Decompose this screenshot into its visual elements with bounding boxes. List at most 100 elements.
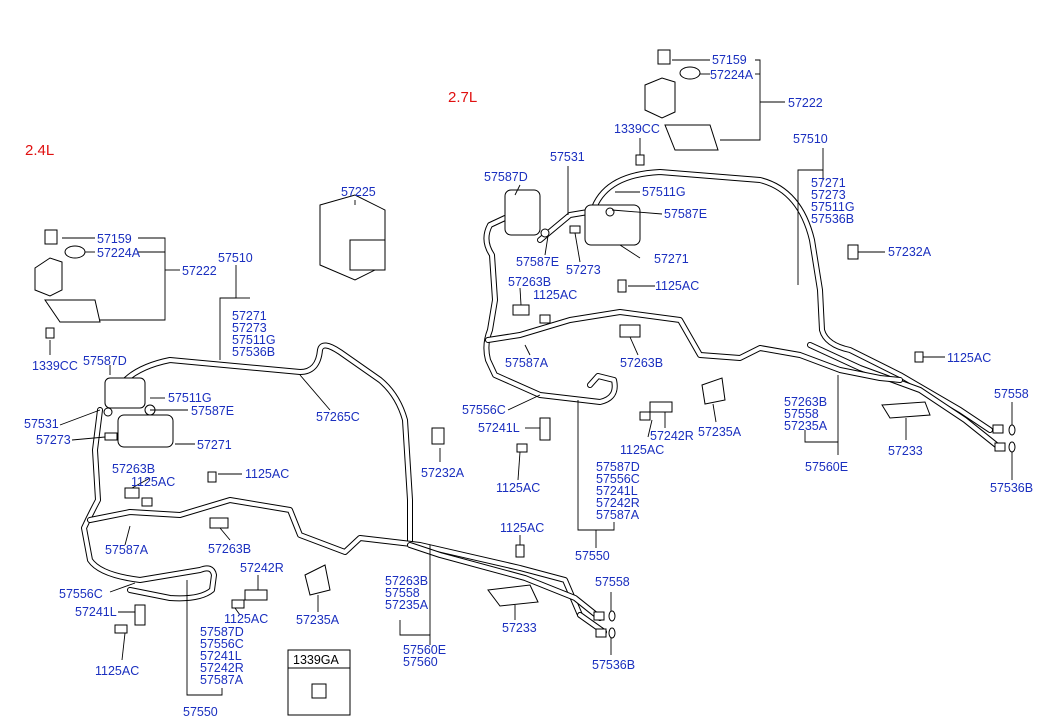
fitting-icon <box>595 628 607 638</box>
part-label: 57587E <box>664 207 707 221</box>
part-label: 57271 <box>811 176 846 190</box>
part-label: 1125AC <box>224 612 268 626</box>
right-labels: 57159 57224A 57222 1339CC 57510 57271 57… <box>462 53 1033 563</box>
bracket-icon <box>431 427 445 445</box>
left-leader-lines <box>49 200 612 696</box>
bolt-icon <box>914 351 924 363</box>
right-pipe-network <box>483 169 1003 451</box>
part-label: 57232A <box>421 466 465 480</box>
part-label: 57225 <box>341 185 376 199</box>
nut-icon <box>311 683 327 699</box>
part-label: 1125AC <box>95 664 139 678</box>
clip-icon <box>512 304 530 316</box>
master-cylinder-icon <box>104 377 146 409</box>
seal-icon <box>608 627 616 639</box>
part-label: 57510 <box>793 132 828 146</box>
union-icon <box>103 407 113 417</box>
part-label: 57241L <box>200 649 242 663</box>
reservoir-icon <box>117 414 174 448</box>
union-icon <box>605 207 615 217</box>
part-label: 57558 <box>595 575 630 589</box>
part-label: 57511G <box>168 391 212 405</box>
bracket-icon <box>847 244 859 260</box>
reservoir-icon <box>584 204 641 246</box>
part-label: 57587D <box>484 170 528 184</box>
bolt-icon <box>539 314 551 324</box>
part-label: 1125AC <box>496 481 540 495</box>
fitting-icon <box>593 611 605 621</box>
clip-icon <box>44 229 58 245</box>
fitting-icon <box>992 424 1004 434</box>
bolt-icon <box>231 599 245 609</box>
part-label: 57550 <box>575 549 610 563</box>
part-label: 57556C <box>462 403 506 417</box>
part-label: 1125AC <box>620 443 664 457</box>
bolt-icon <box>639 411 651 421</box>
right-leader-lines <box>507 59 1013 548</box>
part-label: 57263B <box>112 462 155 476</box>
part-label: 57558 <box>385 586 420 600</box>
bolt-icon <box>516 443 528 453</box>
fitting-icon <box>104 432 118 441</box>
grommet-icon <box>679 66 701 80</box>
part-label: 57273 <box>566 263 601 277</box>
part-label: 57235A <box>296 613 340 627</box>
part-label: 57263B <box>620 356 663 370</box>
bracket-icon <box>644 77 676 119</box>
bracket-icon <box>701 377 726 405</box>
bolt-icon <box>617 279 627 293</box>
bolt-icon <box>515 544 525 558</box>
part-label: 57536B <box>592 658 635 672</box>
bolt-icon <box>114 624 128 634</box>
part-label: 57587D <box>200 625 244 639</box>
part-label: 57263B <box>385 574 428 588</box>
grommet-icon <box>64 245 86 259</box>
section-title-2-7l: 2.7L <box>448 89 477 106</box>
bracket-icon <box>881 401 931 419</box>
union-icon <box>540 228 550 238</box>
left-parts <box>34 194 616 639</box>
part-label: 57159 <box>712 53 747 67</box>
bolt-icon <box>207 471 217 483</box>
part-label: 57587A <box>200 673 244 687</box>
part-label: 57556C <box>59 587 103 601</box>
part-label: 1125AC <box>533 288 577 302</box>
part-label: 57536B <box>811 212 854 226</box>
clip-icon <box>134 604 146 626</box>
part-label: 57222 <box>182 264 217 278</box>
section-title-2-4l: 2.4L <box>25 142 54 159</box>
bracket-icon <box>34 257 63 297</box>
bracket-icon <box>304 564 331 596</box>
part-label: 57531 <box>24 417 59 431</box>
part-label: 57587D <box>83 354 127 368</box>
part-label: 1125AC <box>131 475 175 489</box>
part-label: 57531 <box>550 150 585 164</box>
part-label: 57587D <box>596 460 640 474</box>
part-label: 57271 <box>654 252 689 266</box>
part-label: 57587A <box>596 508 640 522</box>
bolt-icon <box>635 154 645 166</box>
fitting-icon <box>569 225 581 234</box>
part-label: 57511G <box>232 333 276 347</box>
part-label: 57242R <box>240 561 284 575</box>
part-label: 57159 <box>97 232 132 246</box>
bracket-plate-icon <box>664 124 719 151</box>
part-label: 57263B <box>508 275 551 289</box>
part-label: 57511G <box>811 200 855 214</box>
part-label: 57235A <box>698 425 742 439</box>
part-label: 57235A <box>784 419 828 433</box>
clip-icon <box>244 589 268 601</box>
legend-box: 1339GA <box>287 649 351 716</box>
part-label: 57242R <box>596 496 640 510</box>
right-parts <box>504 49 1016 453</box>
part-label: 57560E <box>403 643 446 657</box>
part-label: 57558 <box>784 407 819 421</box>
part-label: 57273 <box>232 321 267 335</box>
part-label: 57587E <box>516 255 559 269</box>
clip-icon <box>209 517 229 529</box>
part-label: 57560 <box>403 655 438 669</box>
part-label: 57224A <box>710 68 754 82</box>
bracket-icon <box>487 584 539 607</box>
part-label: 1339CC <box>614 122 660 136</box>
part-label: 57241L <box>478 421 520 435</box>
